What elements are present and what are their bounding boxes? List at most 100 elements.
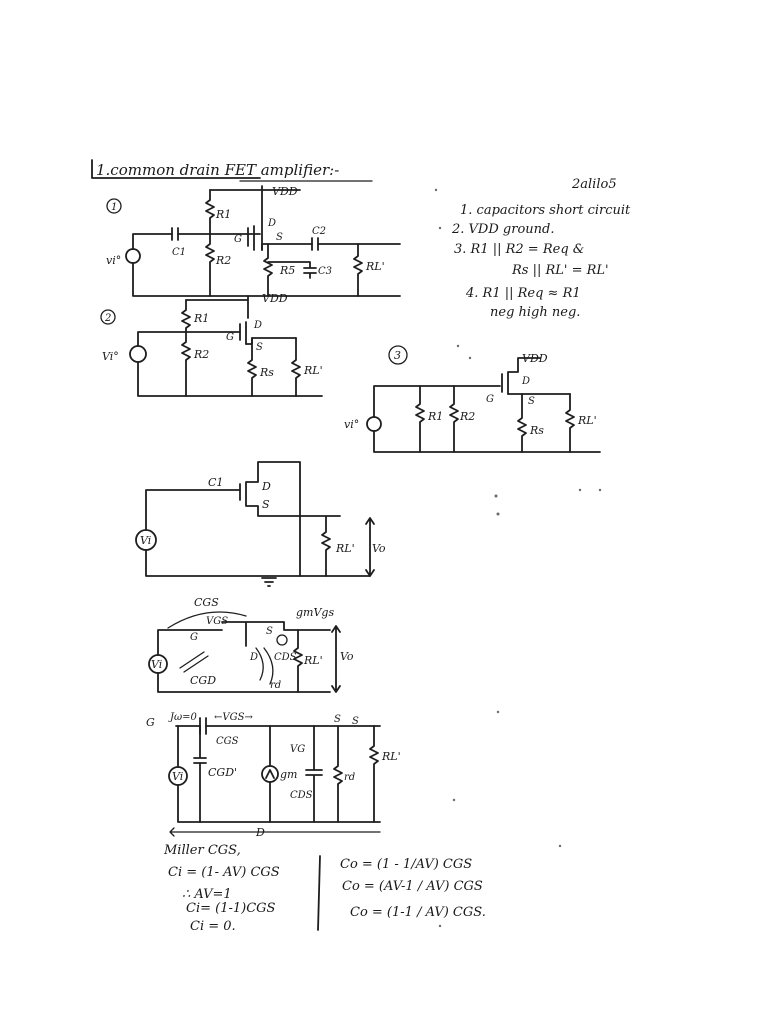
wires	[373, 385, 601, 453]
gate-label: G	[234, 234, 242, 245]
miller-left-line-4: Ci = 0.	[190, 919, 236, 934]
current-source-wire	[265, 725, 275, 823]
fet-icon	[501, 357, 541, 395]
source-label: S	[276, 232, 283, 243]
wires	[145, 489, 371, 577]
ground-rail	[132, 262, 401, 297]
miller-right-line-2: Co = (AV-1 / AV) CGS	[342, 879, 483, 894]
gm-label: gm	[280, 768, 297, 781]
cds-label: CDS	[274, 652, 297, 663]
drain-label: D	[267, 218, 276, 229]
resistor-rl-icon	[565, 393, 575, 453]
voltage-source-icon	[125, 248, 141, 264]
resistor-rd-icon	[333, 725, 343, 823]
circuit-number-badge	[106, 198, 122, 214]
circuit-number: 1	[111, 202, 117, 213]
rl-label: RL'	[381, 750, 401, 763]
vgs-label: VGS	[206, 616, 228, 627]
circuit-number-badge	[388, 345, 408, 365]
vgs-label: ←VGS→	[214, 712, 253, 723]
r2-label: R2	[215, 254, 231, 267]
resistor-rs-icon	[247, 337, 257, 397]
note-item-2: 2. VDD ground.	[451, 222, 554, 237]
cds-label: CDS	[290, 790, 313, 801]
current-source-icon	[276, 634, 288, 646]
cgd-label: CGD	[190, 674, 216, 687]
drain-label: D	[261, 480, 271, 493]
miller-left-line-1: Ci = (1- AV) CGS	[168, 865, 280, 880]
page-date: 2alilo5	[571, 177, 617, 192]
r1-label: R1	[215, 208, 231, 221]
rl-label: RL'	[577, 414, 597, 427]
cds-capacitor-icon	[305, 725, 323, 823]
gate-label: G	[190, 632, 198, 643]
circuit-4: Vi C1 D S RL' Vo	[135, 461, 386, 587]
resistor-rs-icon	[263, 243, 273, 297]
cgd-capacitor-icon	[193, 725, 207, 823]
circuit-6: G Jω=0 ←VGS→ S CGS Vi CGD' gm VG CDS rd …	[146, 712, 401, 839]
circuit-5: Vi CGS VGS G S D gmVgs CDS CGD rd RL' Vo	[148, 596, 354, 693]
note-item-4: Rs || RL' = RL'	[511, 263, 609, 278]
circuit-3: 3 vi° R1 R2 VDD G D S Rs RL'	[344, 345, 601, 453]
rl-label: RL'	[303, 654, 323, 667]
input-wire	[132, 233, 261, 250]
vg-label: VG	[290, 744, 305, 755]
miller-left-line-3: Ci= (1-1)CGS	[186, 901, 276, 916]
miller-section: Miller CGS, Ci = (1- AV) CGS ∴ AV=1 Ci= …	[163, 843, 486, 934]
paper-specks	[434, 188, 602, 928]
capacitor-c1-icon	[171, 227, 179, 241]
circuit-number-badge	[100, 309, 116, 325]
resistor-r2-icon	[205, 233, 215, 297]
vi-label: vi°	[106, 254, 121, 267]
source-label: S	[528, 396, 535, 407]
gate-label: G	[226, 332, 234, 343]
resistor-rl-icon	[369, 725, 379, 823]
voltage-source-icon	[366, 416, 382, 432]
cgd-capacitor-icon	[179, 651, 209, 673]
vo-label: Vo	[340, 650, 354, 663]
miller-right-line-3: Co = (1-1 / AV) CGS.	[350, 905, 486, 920]
cgs-label: CGS	[194, 596, 219, 609]
resistor-r1-icon	[205, 189, 215, 235]
miller-heading: Miller CGS,	[163, 843, 241, 858]
rs-label: Rs	[529, 424, 544, 437]
wires	[157, 629, 331, 693]
miller-divider	[317, 855, 321, 931]
vo-arrow-icon	[331, 625, 341, 693]
capacitor-c3-icon	[267, 261, 317, 279]
source-right-label: S	[352, 716, 359, 727]
r2-label: R2	[193, 348, 209, 361]
vi-label: Vi	[172, 770, 183, 783]
source-label: S	[266, 626, 273, 637]
fet-icon	[239, 461, 301, 517]
voltage-source-icon	[129, 345, 147, 363]
r1-label: R1	[193, 312, 209, 325]
note-item-3: 3. R1 || R2 = Req &	[454, 242, 584, 257]
source-wire	[261, 243, 401, 251]
drain-label: D	[249, 652, 258, 663]
r1-label: R1	[427, 410, 443, 423]
c1-label: C1	[172, 247, 186, 258]
vdd-label: VDD	[272, 185, 298, 198]
vi-label: Vi	[151, 658, 162, 671]
note-item-5: 4. R1 || Req ≈ R1	[465, 286, 581, 301]
d-label: D	[255, 826, 265, 839]
current-source-icon	[261, 765, 279, 783]
resistor-rs-icon	[517, 393, 527, 453]
capacitor-c2-icon	[311, 237, 319, 251]
internal-wires	[221, 621, 331, 647]
gmvgs-label: gmVgs	[296, 606, 334, 619]
gate-label: G	[486, 394, 494, 405]
rs-label: R5	[279, 264, 295, 277]
notes-list: 1. capacitors short circuit 2. VDD groun…	[451, 203, 631, 320]
circuit-number: 3	[394, 349, 401, 362]
resistor-r1-icon	[415, 385, 425, 453]
resistor-rl-icon	[299, 515, 341, 577]
vi-label: vi°	[344, 418, 359, 431]
fet-icon	[247, 225, 255, 251]
gate-label: G	[146, 716, 155, 729]
c2-label: C2	[312, 226, 326, 237]
page-title: 1.common drain FET amplifier:-	[96, 161, 339, 179]
source-label: S	[262, 498, 270, 511]
